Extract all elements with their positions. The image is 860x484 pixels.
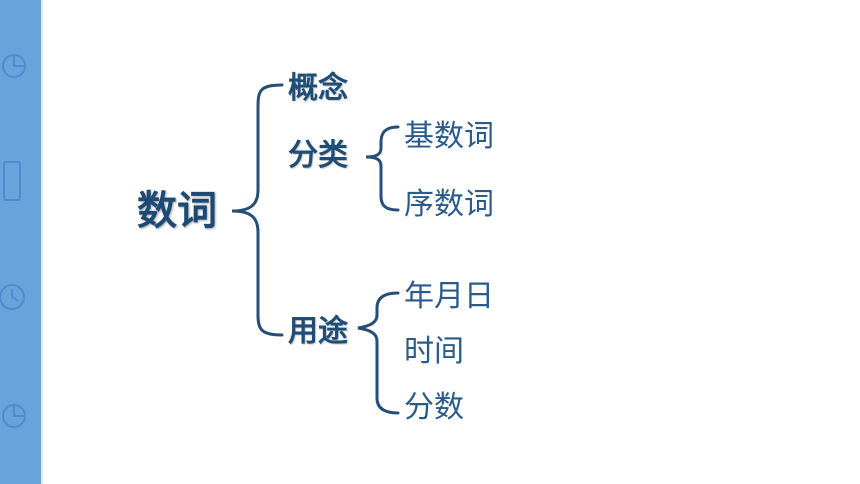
main-brace [231, 83, 284, 337]
branch-concept: 概念 [288, 71, 348, 106]
usage-brace [357, 291, 400, 415]
branch-classification: 分类 [288, 138, 348, 173]
left-sidebar-band [0, 0, 41, 484]
classification-brace [365, 125, 400, 212]
leaf-time: 时间 [404, 334, 464, 369]
leaf-fractions: 分数 [404, 390, 464, 425]
clock-icon [0, 284, 25, 310]
branch-usage: 用途 [288, 314, 348, 349]
pie-chart-icon-2 [2, 404, 26, 428]
tablet-icon [3, 161, 21, 201]
root-node-numerals: 数词 [137, 188, 217, 234]
leaf-ordinal-numbers: 序数词 [404, 187, 494, 222]
leaf-cardinal-numbers: 基数词 [404, 119, 494, 154]
sidebar-divider [41, 0, 43, 484]
pie-chart-icon [2, 54, 26, 78]
leaf-dates: 年月日 [404, 279, 494, 314]
